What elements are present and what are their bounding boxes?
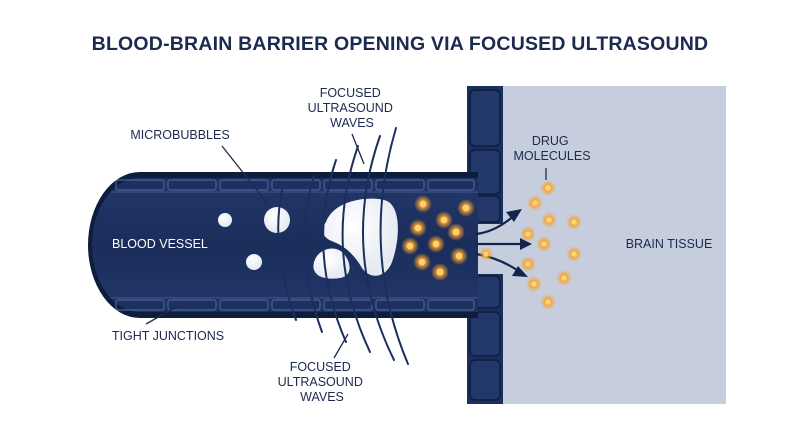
microbubble [246, 254, 262, 270]
microbubble-collapsing [322, 198, 398, 276]
tight-junctions-top [115, 179, 475, 191]
label-drug-molecules: DRUG MOLECULES [513, 134, 590, 163]
microbubbles [218, 198, 398, 279]
drug-molecules-in-vessel [401, 195, 475, 281]
drug-molecule [566, 214, 582, 230]
drug-molecule [435, 211, 453, 229]
tight-junctions-bottom [115, 299, 475, 311]
drug-molecule [427, 235, 445, 253]
drug-molecule [520, 256, 536, 272]
drug-molecule [541, 212, 557, 228]
drug-molecule [431, 263, 449, 281]
microbubble [218, 213, 232, 227]
drug-molecule [450, 247, 468, 265]
label-focused-waves-top: FOCUSED ULTRASOUND WAVES [308, 86, 397, 130]
label-blood-vessel: BLOOD VESSEL [112, 237, 208, 251]
label-focused-waves-bottom: FOCUSED ULTRASOUND WAVES [278, 360, 367, 404]
drug-molecule [527, 195, 543, 211]
drug-molecule [520, 226, 536, 242]
ultrasound-waves [277, 127, 409, 365]
drug-molecules-in-tissue [479, 180, 582, 310]
leader-tight-junctions [145, 305, 179, 325]
leader-lines [145, 133, 547, 359]
leader-microbubbles [221, 145, 269, 205]
drug-molecule [457, 199, 475, 217]
drug-molecule [479, 247, 493, 261]
leader-waves-bottom [333, 333, 349, 359]
label-tight-junctions: TIGHT JUNCTIONS [112, 329, 224, 343]
arrowheads [506, 209, 532, 277]
drug-molecule [540, 294, 556, 310]
drug-molecule [447, 223, 465, 241]
leader-waves-top [351, 133, 365, 165]
microbubble [264, 207, 290, 233]
drug-molecule [409, 219, 427, 237]
vessel-wall-cells [92, 178, 478, 312]
drug-molecule [540, 180, 556, 196]
drug-molecule [526, 276, 542, 292]
drug-molecule [566, 246, 582, 262]
label-microbubbles: MICROBUBBLES [130, 128, 229, 142]
drug-molecule [401, 237, 419, 255]
microbubble-collapsing-small [313, 248, 350, 279]
label-brain-tissue: BRAIN TISSUE [626, 237, 713, 251]
drug-molecule [536, 236, 552, 252]
drug-molecule [413, 253, 431, 271]
drug-molecule [556, 270, 572, 286]
diagram-title: BLOOD-BRAIN BARRIER OPENING VIA FOCUSED … [92, 33, 709, 55]
drug-molecule [414, 195, 432, 213]
